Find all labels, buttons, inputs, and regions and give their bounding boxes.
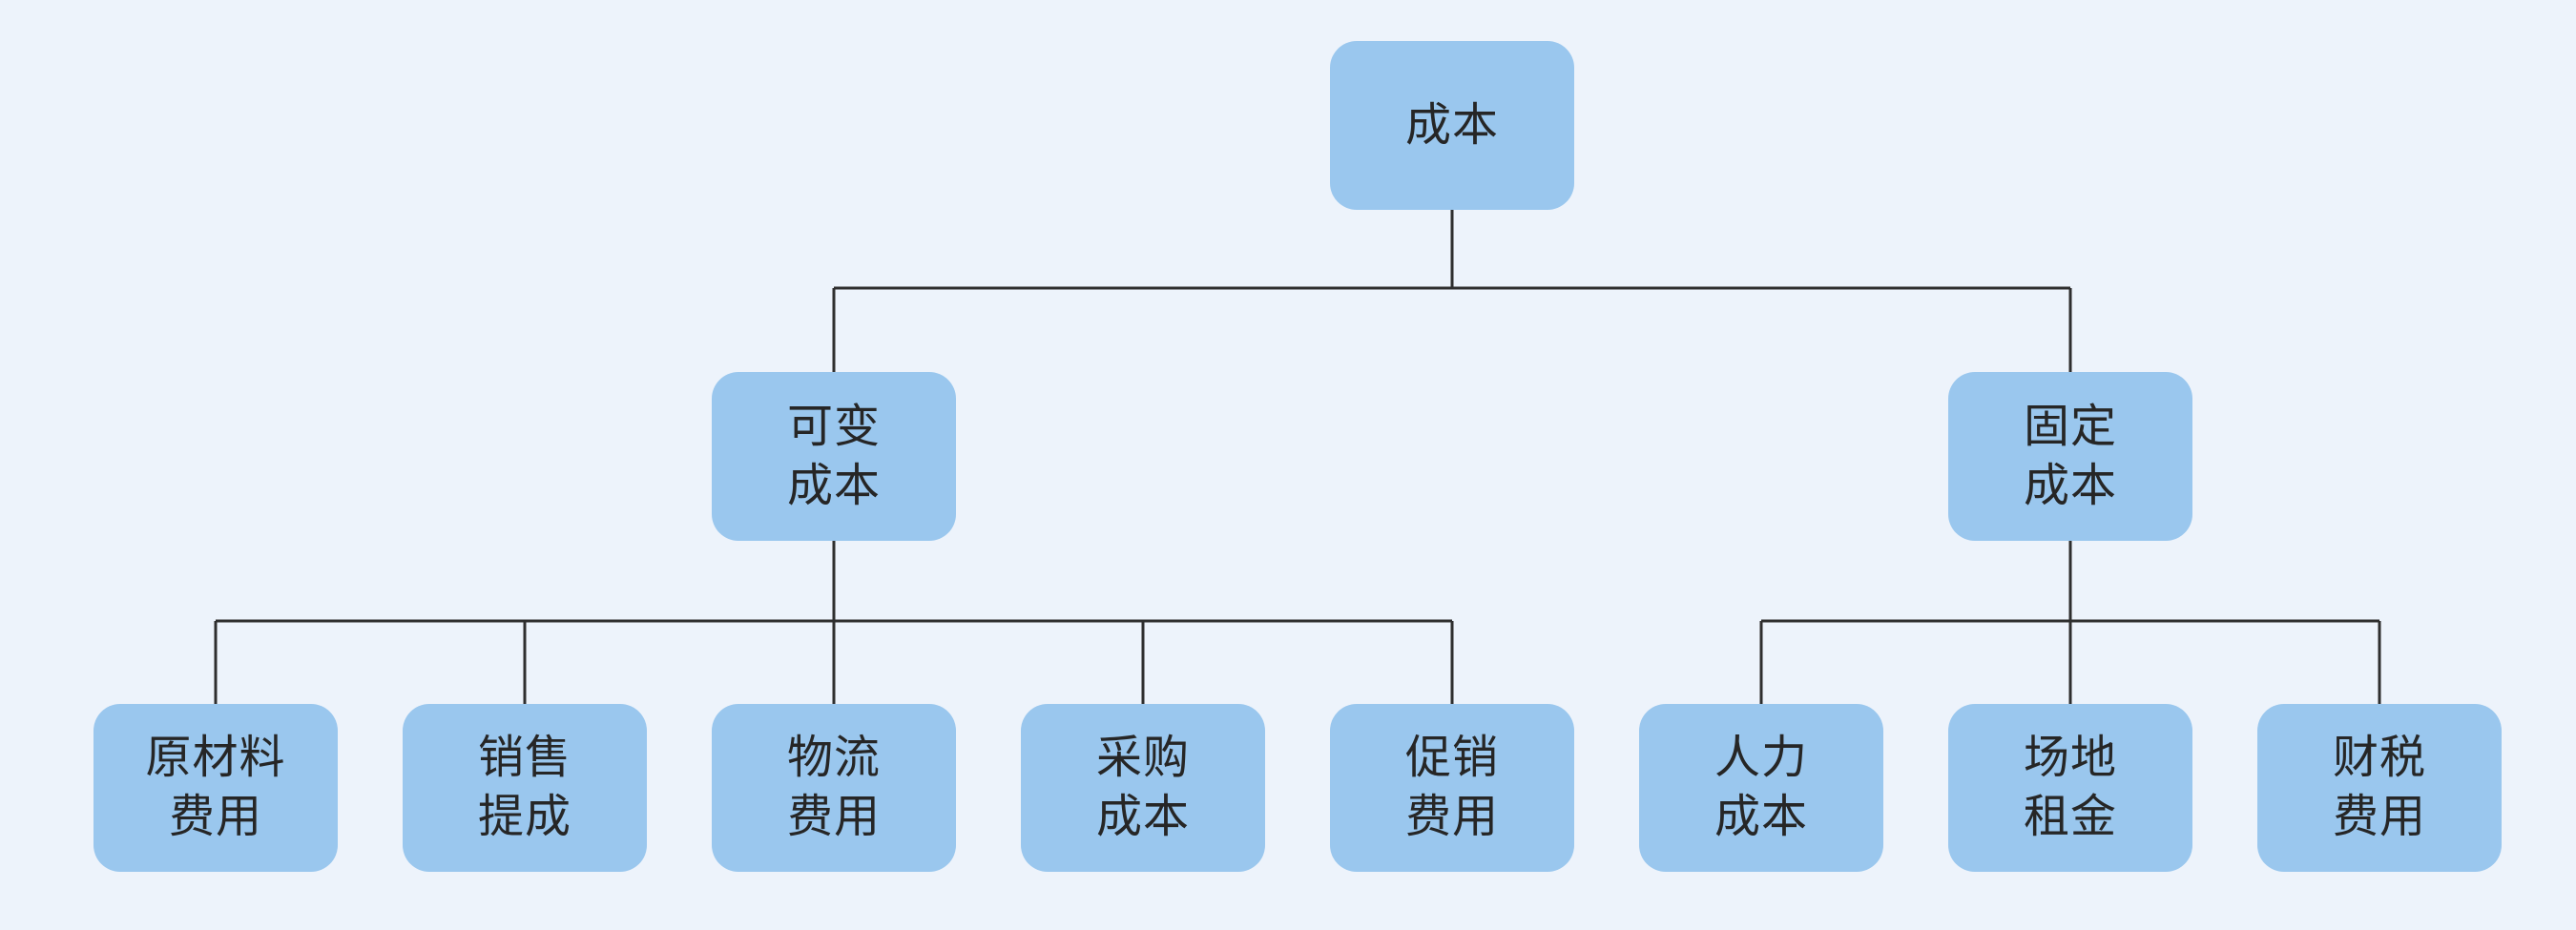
node-fixed-cost: 固定 成本 [1948,372,2192,541]
node-label: 费用 [1404,792,1499,842]
node-label: 场地 [2023,733,2117,783]
node-label: 促销 [1404,733,1499,783]
node-label: 成本 [786,460,881,511]
node-raw-material-expense: 原材料 费用 [93,704,338,872]
node-labor-cost: 人力 成本 [1639,704,1883,872]
node-label: 费用 [2332,792,2426,842]
node-label: 成本 [1714,792,1808,842]
node-label: 租金 [2023,792,2117,842]
node-label: 采购 [1095,733,1190,783]
node-label: 固定 [2023,401,2117,452]
node-label: 费用 [168,792,262,842]
node-sales-commission: 销售 提成 [403,704,647,872]
node-promotion-expense: 促销 费用 [1330,704,1574,872]
node-procurement-cost: 采购 成本 [1021,704,1265,872]
node-label: 销售 [477,733,571,783]
node-label: 费用 [786,792,881,842]
node-logistics-expense: 物流 费用 [712,704,956,872]
node-label: 成本 [2023,460,2117,511]
node-cost: 成本 [1330,41,1574,210]
node-label: 成本 [1404,99,1499,151]
node-label: 可变 [786,401,881,452]
node-label: 物流 [786,733,881,783]
node-finance-tax-expense: 财税 费用 [2257,704,2502,872]
node-venue-rent: 场地 租金 [1948,704,2192,872]
node-label: 原材料 [145,733,286,783]
node-label: 人力 [1714,733,1808,783]
node-label: 成本 [1095,792,1190,842]
node-label: 财税 [2332,733,2426,783]
node-variable-cost: 可变 成本 [712,372,956,541]
node-label: 提成 [477,792,571,842]
